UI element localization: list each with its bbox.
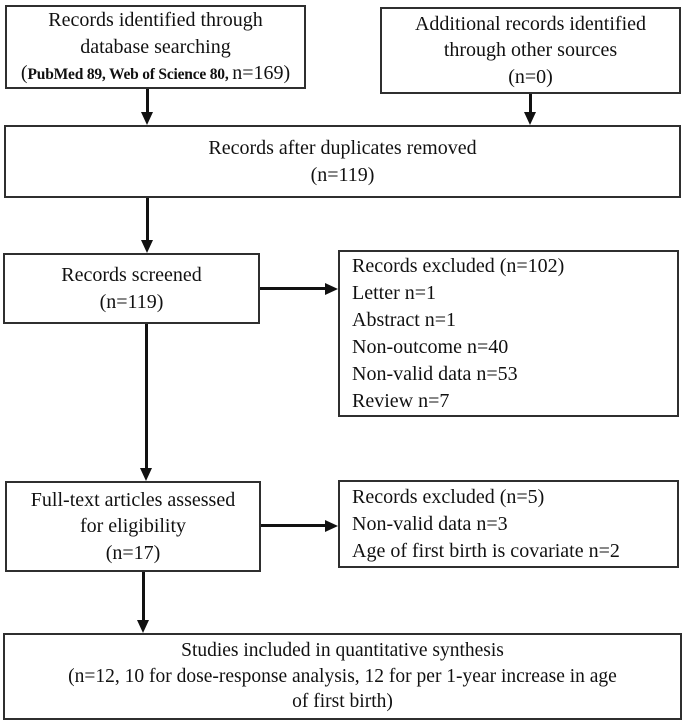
- arrow-fulltext-to-excluded-head: [325, 520, 338, 532]
- box-excluded-screening: Records excluded (n=102) Letter n=1 Abst…: [338, 250, 679, 417]
- box-excluded-screening-title: Records excluded (n=102): [352, 254, 565, 277]
- box-identification-other-count: (n=0): [508, 65, 553, 88]
- box-identification-database-line3-paren: (: [20, 62, 28, 85]
- box-identification-other: Additional records identified through ot…: [380, 7, 681, 94]
- box-screened-line1: Records screened: [61, 263, 202, 286]
- box-excluded-fulltext-title: Records excluded (n=5): [352, 485, 545, 508]
- arrow-other-to-duplicates-head: [524, 112, 536, 125]
- box-duplicates-removed-count: (n=119): [310, 163, 375, 186]
- box-included-line3: of first birth): [292, 691, 393, 713]
- box-identification-database-sources: PubMed 89, Web of Science 80,: [27, 66, 233, 84]
- box-excluded-fulltext-reason-non-valid: Non-valid data n=3: [352, 512, 508, 535]
- arrow-screened-to-excluded-shaft: [260, 287, 325, 290]
- box-included-line1: Studies included in quantitative synthes…: [181, 639, 504, 661]
- arrow-fulltext-to-excluded-shaft: [261, 524, 325, 527]
- arrow-duplicates-to-screened-shaft: [146, 198, 149, 240]
- arrow-duplicates-to-screened-head: [141, 240, 153, 253]
- box-identification-database-count: n=169): [232, 62, 291, 85]
- box-fulltext-count: (n=17): [105, 541, 161, 564]
- arrow-db-to-duplicates-shaft: [146, 89, 149, 114]
- box-identification-database-line2: database searching: [80, 35, 231, 58]
- box-excluded-screening-reason-review: Review n=7: [352, 389, 450, 412]
- box-excluded-screening-reason-non-outcome: Non-outcome n=40: [352, 335, 509, 358]
- box-excluded-fulltext-reason-covariate: Age of first birth is covariate n=2: [352, 539, 620, 562]
- arrow-fulltext-to-included-shaft: [142, 572, 145, 620]
- box-excluded-fulltext: Records excluded (n=5) Non-valid data n=…: [338, 480, 679, 568]
- box-identification-database-line3: (PubMed 89, Web of Science 80, n=169): [21, 60, 290, 87]
- box-screened: Records screened (n=119): [3, 253, 260, 324]
- box-excluded-screening-reason-non-valid: Non-valid data n=53: [352, 362, 518, 385]
- box-fulltext-line1: Full-text articles assessed: [30, 488, 236, 511]
- arrow-screened-to-fulltext-head: [140, 468, 152, 481]
- box-identification-database: Records identified through database sear…: [5, 5, 306, 89]
- box-excluded-screening-reason-abstract: Abstract n=1: [352, 308, 457, 331]
- arrow-screened-to-fulltext-shaft: [145, 324, 148, 468]
- arrow-screened-to-excluded-head: [325, 283, 338, 295]
- arrow-db-to-duplicates-head: [141, 112, 153, 125]
- box-identification-other-line2: through other sources: [443, 39, 618, 62]
- arrow-other-to-duplicates-shaft: [529, 94, 532, 114]
- box-excluded-screening-reason-letter: Letter n=1: [352, 281, 437, 304]
- box-fulltext: Full-text articles assessed for eligibil…: [5, 481, 261, 572]
- box-screened-count: (n=119): [99, 290, 164, 313]
- box-identification-other-line1: Additional records identified: [414, 12, 647, 35]
- box-duplicates-removed: Records after duplicates removed (n=119): [4, 125, 681, 198]
- box-duplicates-removed-line1: Records after duplicates removed: [208, 136, 477, 159]
- box-identification-database-line1: Records identified through: [48, 9, 263, 32]
- box-included-line2: (n=12, 10 for dose-response analysis, 12…: [68, 665, 617, 687]
- arrow-fulltext-to-included-head: [137, 620, 149, 633]
- box-included: Studies included in quantitative synthes…: [3, 633, 682, 720]
- box-fulltext-line2: for eligibility: [79, 515, 187, 538]
